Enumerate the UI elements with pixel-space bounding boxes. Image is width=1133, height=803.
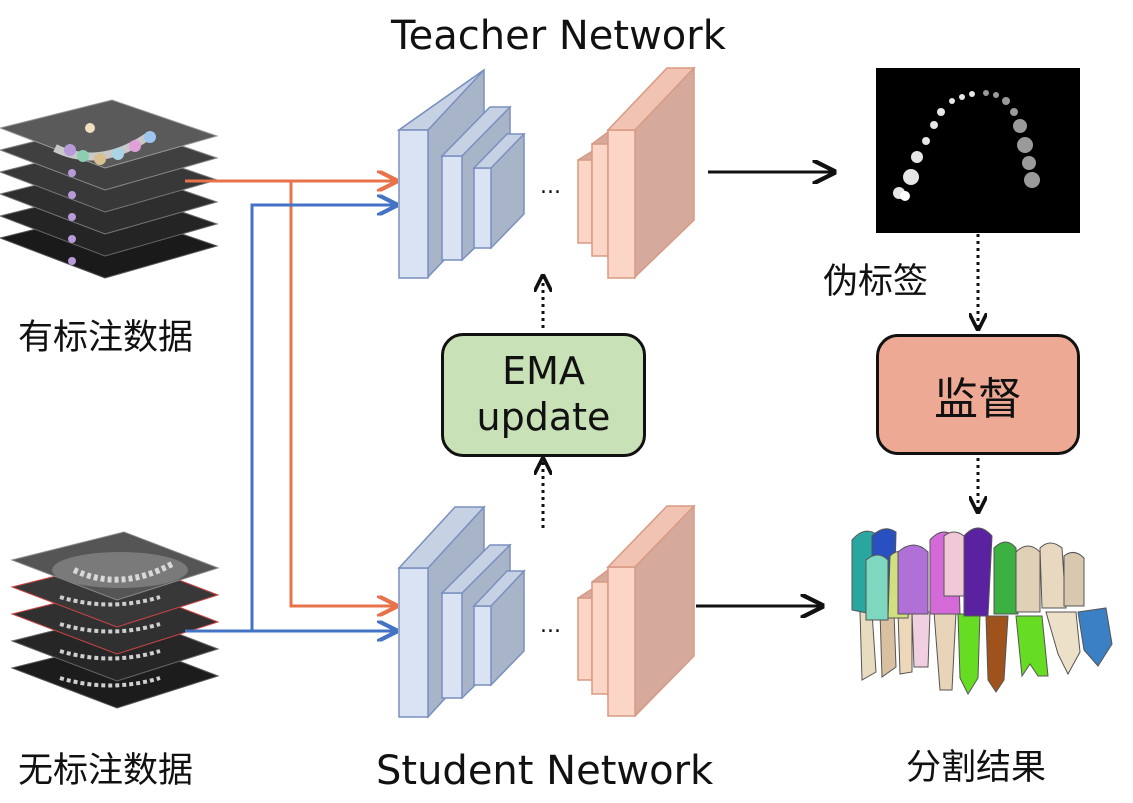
teacher-ellipsis: ... xyxy=(540,174,561,199)
student-network-title: Student Network xyxy=(376,748,714,794)
teacher-network-title: Teacher Network xyxy=(391,13,726,59)
teacher-decoder xyxy=(577,66,696,279)
ema-line1: EMA xyxy=(502,349,585,394)
segmentation-result-label: 分割结果 xyxy=(906,748,1047,788)
segmentation-result-image xyxy=(851,527,1113,696)
student-decoder xyxy=(577,504,696,718)
pseudo-label-image xyxy=(876,68,1080,233)
ema-line2: update xyxy=(476,395,611,439)
labeled-data-arrows xyxy=(185,181,396,606)
student-encoder xyxy=(397,505,526,719)
labeled-data-stack xyxy=(0,99,219,279)
unlabeled-data-stack xyxy=(10,531,220,709)
unlabeled-data-arrows xyxy=(185,205,396,631)
ema-update-box: EMA update xyxy=(441,333,646,457)
supervision-label: 监督 xyxy=(934,373,1022,425)
teacher-encoder xyxy=(396,68,526,279)
pseudo-label-label: 伪标签 xyxy=(823,262,929,302)
supervision-box: 监督 xyxy=(876,334,1080,455)
labeled-data-label: 有标注数据 xyxy=(18,318,194,358)
unlabeled-data-label: 无标注数据 xyxy=(18,751,194,791)
student-ellipsis: ... xyxy=(540,613,561,638)
